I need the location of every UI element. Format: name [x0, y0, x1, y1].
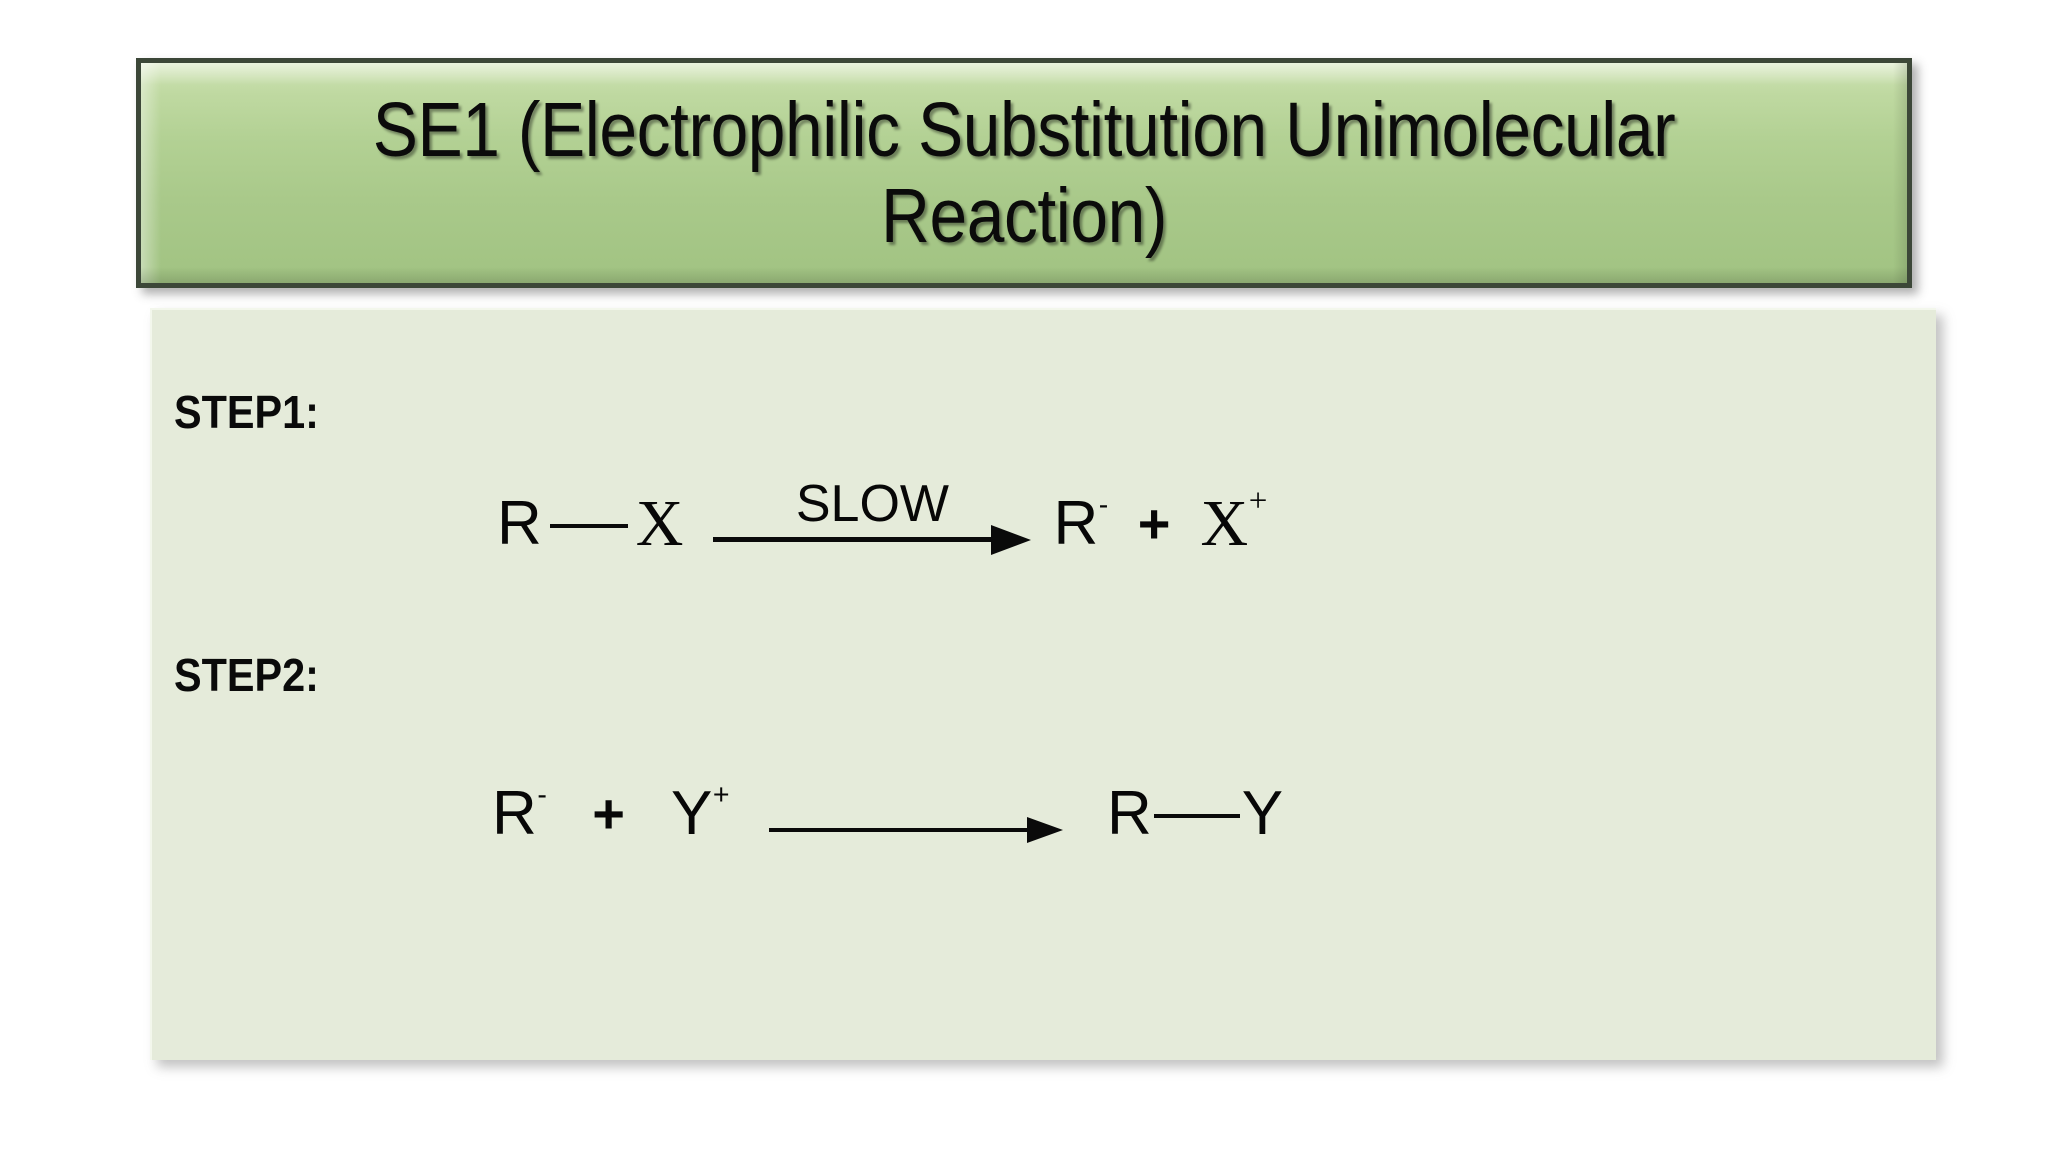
- species-R-reactant-step2-symbol: R: [492, 779, 537, 848]
- step1-label: STEP1:: [174, 386, 319, 438]
- species-R-product-step1-symbol: R: [1053, 489, 1099, 558]
- bond-line-step1-reactant: [549, 524, 628, 528]
- operator-plus-step1: +: [1137, 492, 1171, 555]
- title-banner: SE1 (Electrophilic Substitution Unimolec…: [136, 58, 1912, 288]
- operator-plus-step2: +: [592, 782, 625, 845]
- species-X-product-step1-symbol: X: [1200, 487, 1249, 560]
- species-Y-reactant-step2: Y+: [671, 781, 730, 845]
- bond-line-step2-product: [1153, 814, 1240, 818]
- reaction-arrow-step1: SLOW: [713, 475, 1032, 570]
- species-R-reactant-step2: R-: [492, 781, 547, 845]
- species-Y-reactant-step2-symbol: Y: [670, 779, 713, 848]
- arrow-shaft-step2: [769, 828, 1037, 832]
- species-X-reactant-step1: X: [635, 487, 684, 560]
- page-title: SE1 (Electrophilic Substitution Unimolec…: [372, 86, 1676, 259]
- charge-plus-Y-step2: +: [712, 778, 730, 811]
- equation-step2: R- + Y+ R Y: [492, 768, 1283, 860]
- species-X-product-step1: X+: [1200, 484, 1267, 557]
- step2-label: STEP2:: [174, 649, 319, 701]
- species-R-product-step2: R: [1107, 779, 1152, 848]
- equation-step1: R X SLOW R- + X+: [497, 478, 1267, 570]
- arrow-head-step1: [991, 524, 1032, 555]
- species-R-reactant-step1: R: [497, 489, 542, 558]
- arrow-shaft-step1: [713, 537, 1006, 542]
- charge-minus-R-step2: -: [537, 778, 547, 811]
- arrow-label-slow: SLOW: [795, 475, 950, 533]
- charge-plus-X-step1: +: [1248, 482, 1268, 519]
- species-R-product-step1: R-: [1053, 491, 1108, 555]
- reaction-arrow-step2: [769, 768, 1069, 860]
- charge-minus-R-step1: -: [1098, 488, 1109, 521]
- content-panel: STEP1: R X SLOW R- + X+ STEP2:: [150, 308, 1936, 1060]
- species-Y-product-step2: Y: [1241, 779, 1284, 848]
- arrow-head-step2: [1027, 816, 1063, 843]
